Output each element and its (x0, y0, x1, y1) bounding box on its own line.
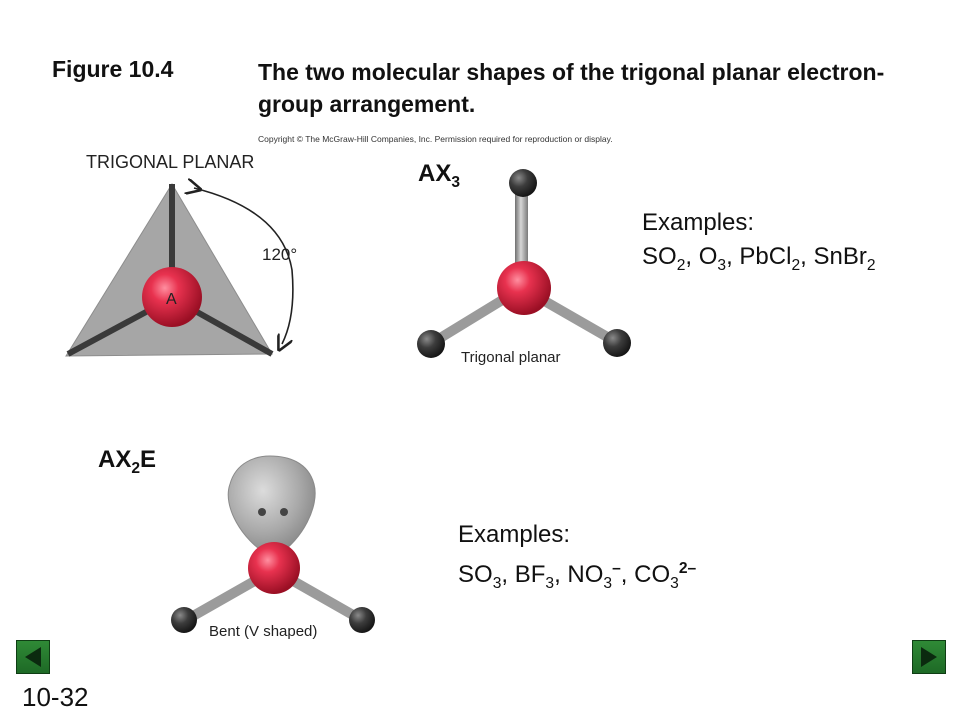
outer-atom-left (171, 607, 197, 633)
outer-atom-top (509, 169, 537, 197)
examples-title: Examples: (642, 209, 755, 236)
example-subscript: 3 (545, 574, 555, 592)
lone-pair-lobe (227, 455, 316, 556)
outer-atom-right (603, 329, 631, 357)
separator: , (501, 561, 515, 588)
formula-subscript: 2 (131, 459, 141, 477)
figure-label: Figure 10.4 (52, 56, 174, 82)
example-subscript: 2 (676, 256, 686, 274)
example-subscript: 3 (603, 574, 613, 592)
triangle-right-icon (921, 647, 937, 667)
formula-base: AX (418, 160, 452, 187)
ax3-model: Trigonal planar (417, 169, 631, 366)
ax2e-heading: AX2E (98, 446, 156, 478)
example-charge: – (612, 560, 621, 577)
ax3-heading: AX3 (418, 160, 460, 192)
central-atom-label: A (166, 291, 177, 308)
copyright-notice: Copyright © The McGraw-Hill Companies, I… (258, 134, 613, 144)
example-formula: BF (514, 561, 546, 588)
example-formula: SnBr (813, 243, 867, 270)
lone-pair-electron (258, 508, 266, 516)
example-subscript: 2 (866, 256, 876, 274)
examples-list: SO3, BF3, NO3–, CO32– (458, 552, 696, 601)
next-slide-button[interactable] (912, 640, 946, 674)
examples-block-1: Examples: SO2, O3, PbCl2, SnBr2 (642, 206, 876, 283)
example-subscript: 3 (492, 574, 502, 592)
example-charge: 2– (678, 560, 697, 577)
formula-tail: E (140, 446, 157, 473)
shape-label: Trigonal planar (461, 349, 561, 366)
outer-atom-right (349, 607, 375, 633)
ax2e-model: Bent (V shaped) (171, 455, 375, 640)
example-formula: SO (458, 561, 493, 588)
central-atom (248, 542, 300, 594)
formula-base: AX (98, 446, 132, 473)
shape-label: Bent (V shaped) (209, 623, 317, 640)
separator: , (726, 243, 740, 270)
example-formula: NO (567, 561, 604, 588)
examples-block-2: Examples: SO3, BF3, NO3–, CO32– (458, 518, 696, 601)
example-formula: O (698, 243, 718, 270)
example-subscript: 3 (717, 256, 727, 274)
triangle-left-icon (25, 647, 41, 667)
separator: , (620, 561, 635, 588)
formula-subscript: 3 (451, 173, 461, 191)
lone-pair-electron (280, 508, 288, 516)
example-subscript: 3 (670, 574, 679, 592)
angle-arc (194, 188, 294, 344)
page-number: 10-32 (22, 682, 89, 712)
angle-label: 120° (262, 245, 297, 264)
example-formula: SO (642, 243, 677, 270)
central-atom (497, 261, 551, 315)
overview-heading: TRIGONAL PLANAR (86, 152, 254, 172)
examples-list: SO2, O3, PbCl2, SnBr2 (642, 240, 876, 283)
outer-atom-left (417, 330, 445, 358)
example-formula: PbCl (739, 243, 792, 270)
separator: , (554, 561, 568, 588)
trigonal-planar-overview: TRIGONAL PLANAR A 120° (65, 152, 297, 357)
example-formula: CO (634, 561, 671, 588)
previous-slide-button[interactable] (16, 640, 50, 674)
separator: , (685, 243, 699, 270)
separator: , (800, 243, 814, 270)
examples-title: Examples: (458, 521, 571, 548)
figure-title: The two molecular shapes of the trigonal… (258, 59, 885, 117)
example-subscript: 2 (791, 256, 801, 274)
